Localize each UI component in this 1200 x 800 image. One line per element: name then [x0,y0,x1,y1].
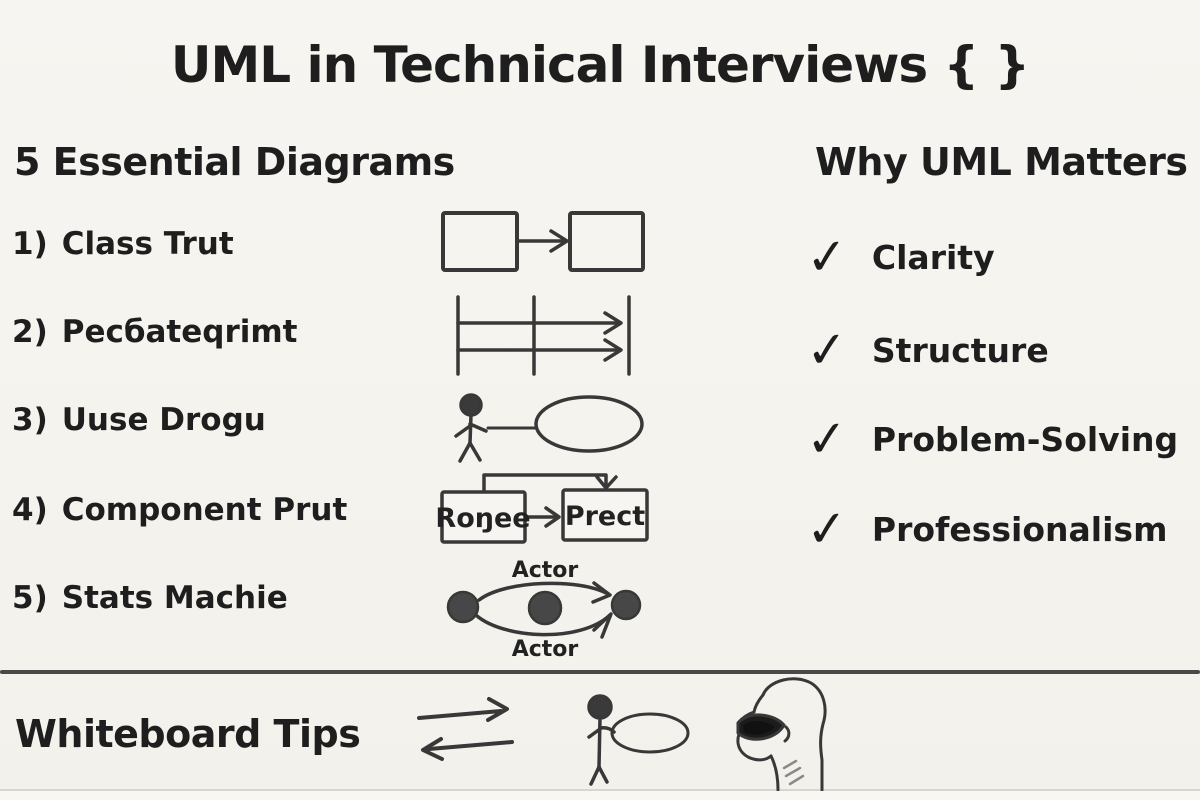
list-item-number: 4) [12,492,48,528]
check-item-label: Clarity [871,237,995,277]
list-item-label: Class Trut [61,226,234,262]
check-item-label: Problem-Solving [871,419,1179,459]
checkmark-icon: ✓ [804,226,850,288]
class-diagram-shapes [441,211,645,272]
sequence-diagram-sketch [456,295,631,376]
right-section-heading: Why UML Matters [815,140,1188,184]
paper-edge-line [0,789,1200,791]
state-machine-shapes [446,581,642,639]
actor-with-ellipse-icon [587,694,690,786]
check-item-label: Professionalism [871,509,1168,549]
check-item: ✓ Professionalism [804,498,1168,560]
list-item-number: 3) [12,402,48,438]
exchange-arrows-shapes [417,697,514,761]
list-item: 5) Stats Machie [12,580,288,616]
list-item-label: Component Prut [61,492,348,528]
checkmark-icon: ✓ [804,319,850,381]
checkmark-icon: ✓ [804,498,850,560]
actor-with-ellipse-shapes [587,694,690,786]
exchange-arrows-icon [417,697,514,761]
footer-heading: Whiteboard Tips [15,712,361,756]
left-section-heading: 5 Essential Diagrams [14,140,455,184]
list-item: 3) Uuse Drogu [12,402,266,438]
check-item-label: Structure [871,330,1049,370]
section-divider [0,670,1200,674]
list-item-label: Uuse Drogu [61,402,266,438]
state-machine-sketch: Actor Actor [446,558,642,662]
check-item: ✓ Problem-Solving [804,408,1179,470]
check-item: ✓ Structure [804,319,1049,381]
list-item-label: Stats Machie [61,580,288,616]
state-bottom-label: Actor [512,637,579,662]
list-item: 1) Class Trut [12,226,234,262]
sequence-diagram-shapes [456,295,631,376]
use-case-shapes [454,393,644,463]
list-item: 2) Pecбateqrimt [12,314,298,350]
talking-head-shapes [736,677,827,792]
component-diagram-shapes [440,473,649,544]
list-item-number: 1) [12,226,48,262]
list-item: 4) Component Prut [12,492,347,528]
list-item-label: Pecбateqrimt [61,314,298,350]
state-top-label: Actor [512,558,579,583]
paper-edge-strip [0,791,1200,800]
list-item-number: 5) [12,580,48,616]
component-box-2-label: Prect [565,501,645,532]
check-item: ✓ Clarity [804,226,995,288]
component-box-1-label: Roŋee [435,503,530,534]
checkmark-icon: ✓ [804,408,850,470]
use-case-diagram-sketch [454,393,644,463]
class-diagram-sketch [441,211,645,272]
list-item-number: 2) [12,314,48,350]
page-title: UML in Technical Interviews { } [170,36,1030,94]
talking-head-icon [736,677,827,792]
state-bottom-label-backing [515,637,575,661]
component-diagram-sketch: Roŋee Prect [435,473,649,544]
